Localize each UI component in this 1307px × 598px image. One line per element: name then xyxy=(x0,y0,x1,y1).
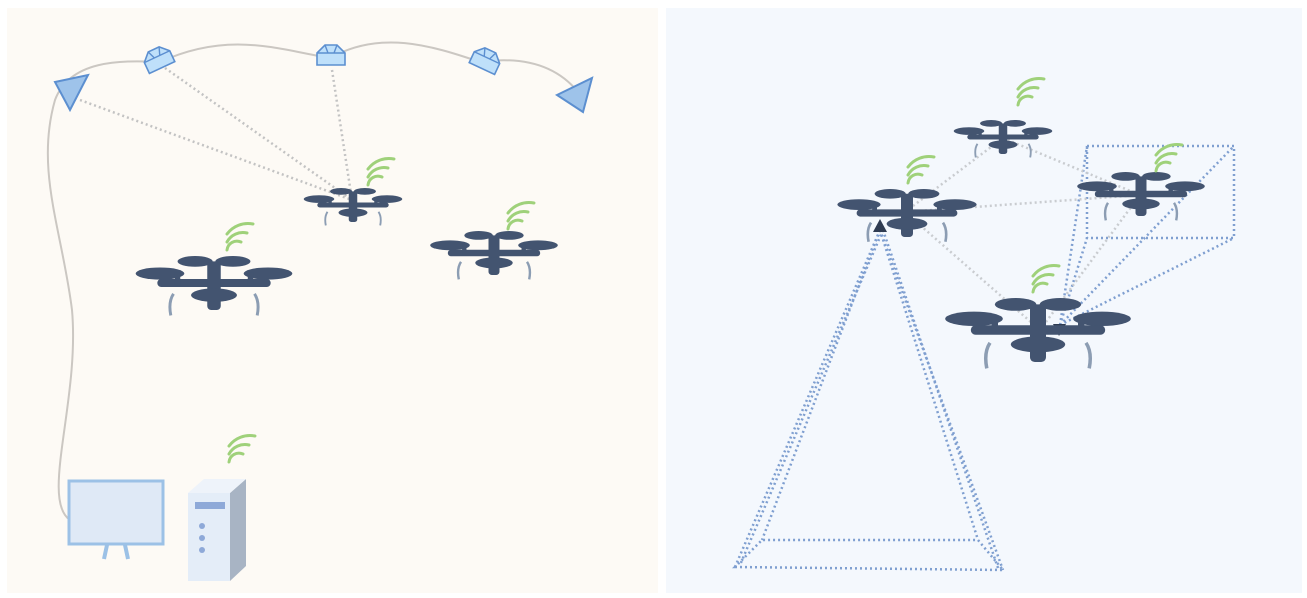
computer-tower-icon xyxy=(188,479,246,581)
downward-frustum xyxy=(732,229,1006,572)
onboard-sensing-setup xyxy=(732,76,1236,572)
camera-icon xyxy=(316,44,346,66)
right-panel xyxy=(666,8,1302,593)
monitor-icon xyxy=(67,479,165,560)
mocap-setup xyxy=(46,41,594,581)
sensor-marker xyxy=(873,219,887,232)
anchor-camera-icon xyxy=(53,73,90,113)
anchor-camera-icon xyxy=(554,76,594,114)
link-lines xyxy=(904,136,1142,331)
sight-lines xyxy=(79,66,354,202)
